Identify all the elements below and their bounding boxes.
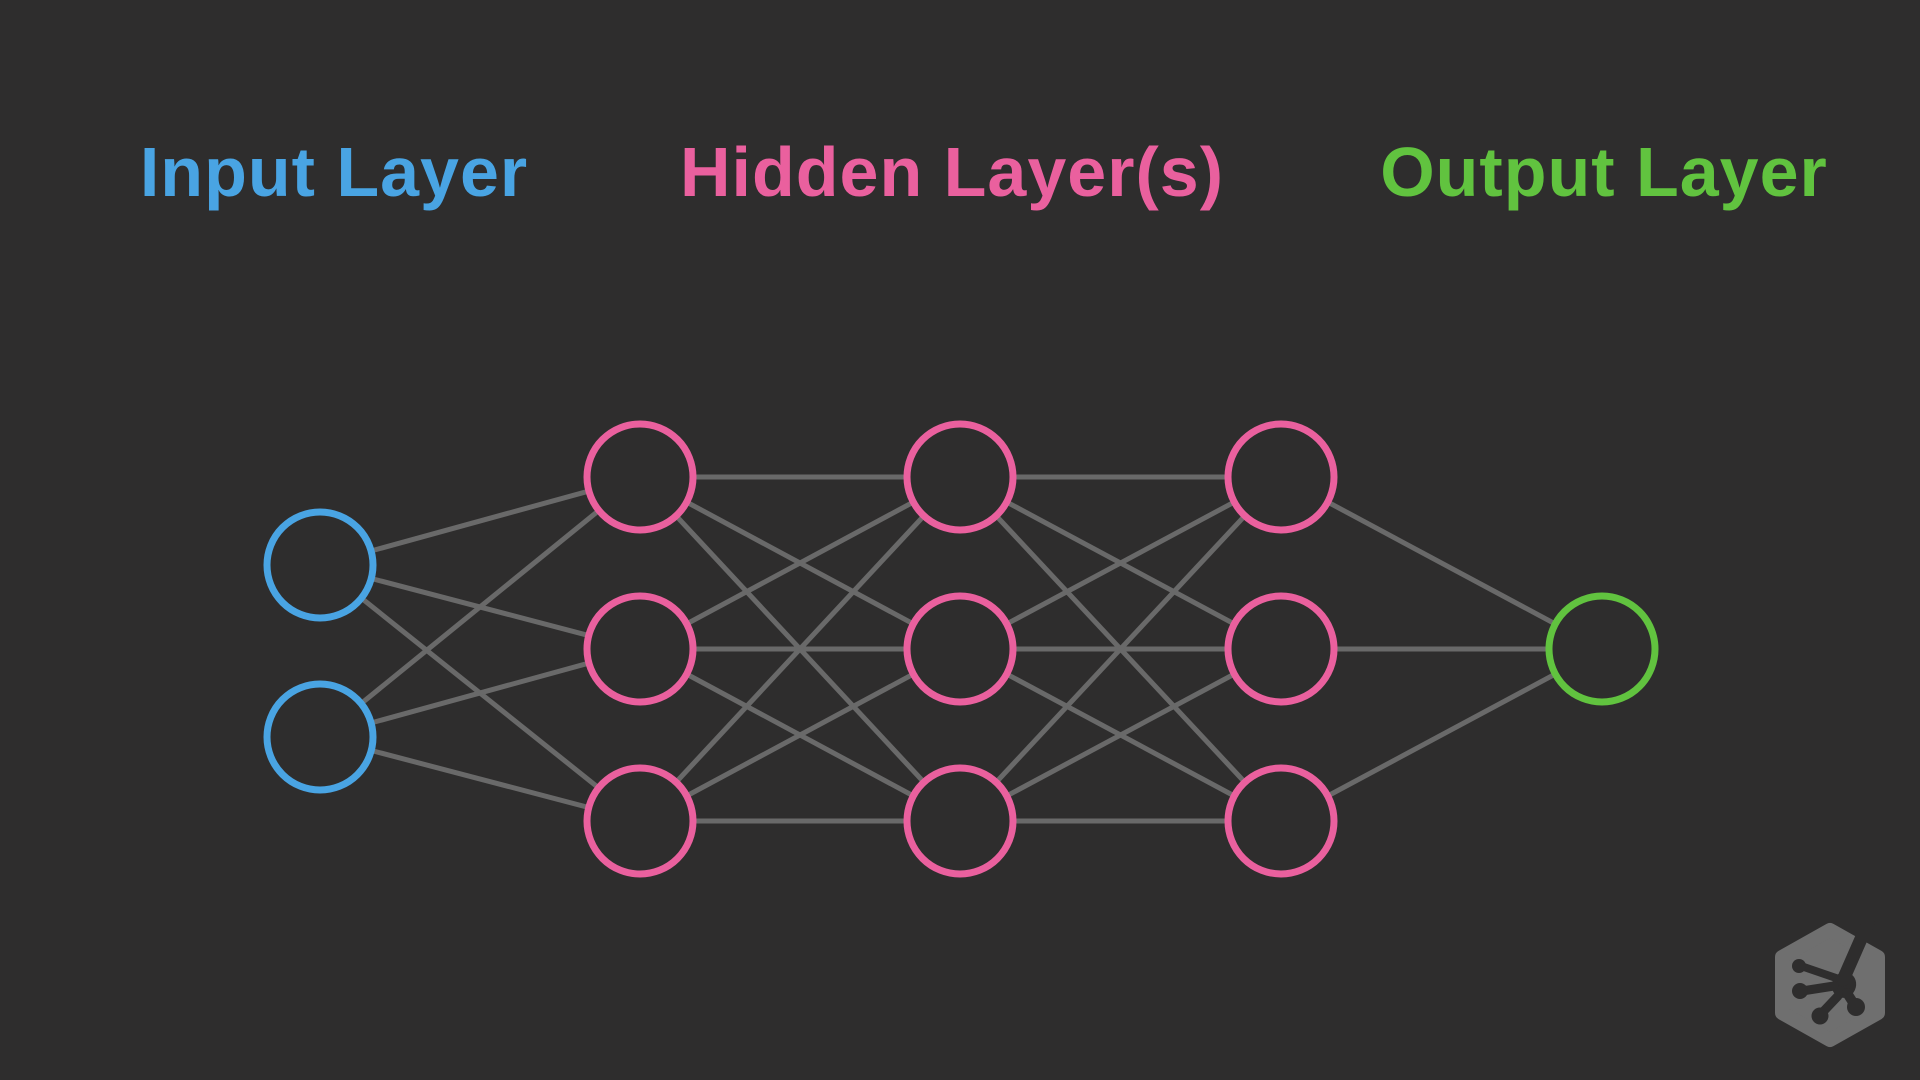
edge-hidden-1-to-hidden-2 (638, 646, 962, 824)
edge-hidden-1-to-hidden-2 (638, 474, 962, 652)
edge-hidden-2-to-hidden-3 (958, 646, 1283, 824)
nodes (263, 420, 1659, 878)
edge-hidden-1-to-hidden-2 (638, 475, 962, 823)
node-hidden-3-1 (1224, 420, 1338, 534)
node-hidden-2-2 (903, 592, 1017, 706)
edge-hidden-3-to-output (1279, 646, 1604, 824)
node-hidden-2-3 (903, 764, 1017, 878)
edge-input-to-hidden-1 (318, 475, 642, 739)
label-hidden-layers: Hidden Layer(s) (680, 133, 1224, 211)
node-hidden-3-3 (1224, 764, 1338, 878)
label-input-layer: Input Layer (139, 133, 529, 211)
treehouse-frog-badge-icon (1775, 920, 1885, 1047)
edge-hidden-2-to-hidden-3 (958, 475, 1283, 823)
node-input-2 (263, 680, 377, 794)
node-hidden-1-3 (583, 764, 697, 878)
edge-hidden-2-to-hidden-3 (958, 474, 1283, 652)
label-output-layer: Output Layer (1380, 133, 1828, 211)
node-hidden-3-2 (1224, 592, 1338, 706)
node-input-1 (263, 508, 377, 622)
node-hidden-2-1 (903, 420, 1017, 534)
frog-footprint-cutout (1792, 920, 1875, 1025)
node-hidden-1-1 (583, 420, 697, 534)
edge-hidden-3-to-output (1279, 474, 1604, 652)
node-hidden-1-2 (583, 592, 697, 706)
node-output-1 (1545, 592, 1659, 706)
